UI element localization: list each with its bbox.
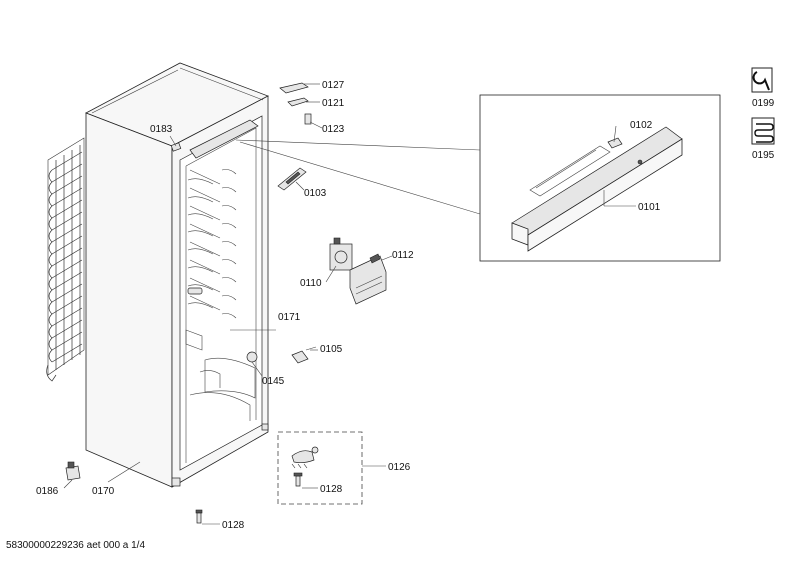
screw-0128 [195, 509, 203, 524]
part-0127 [279, 82, 309, 94]
service-icon-box [751, 67, 773, 93]
part-0112 [349, 253, 387, 305]
part-0103 [277, 167, 307, 191]
label-0128-kit: 0128 [320, 484, 343, 495]
condenser-coil [46, 137, 85, 382]
label-0112: 0112 [392, 250, 414, 261]
label-0170: 0170 [92, 486, 115, 497]
document-footer: 58300000229236 aet 000 a 1/4 [6, 540, 146, 551]
label-0102: 0102 [630, 120, 653, 131]
hinge-kit-0126 [277, 431, 363, 505]
detail-inset [235, 94, 721, 262]
label-0199: 0199 [752, 98, 775, 109]
coil-icon [754, 123, 774, 143]
label-0127: 0127 [322, 80, 345, 91]
label-0121: 0121 [322, 98, 345, 109]
shelf-rails [187, 169, 237, 319]
cabinet [85, 62, 269, 488]
sensor-part-0145 [246, 351, 258, 363]
label-0101: 0101 [638, 202, 661, 213]
part-labels: 0127 0121 0123 0183 0103 0102 0101 0112 … [36, 80, 775, 531]
label-0103: 0103 [304, 188, 327, 199]
wrench-icon [752, 71, 770, 91]
part-0123 [304, 113, 312, 125]
part-0110 [329, 237, 353, 271]
label-0195: 0195 [752, 150, 775, 161]
label-0145: 0145 [262, 376, 285, 387]
part-0105 [291, 346, 317, 364]
label-0105: 0105 [320, 344, 343, 355]
part-0186 [65, 461, 81, 481]
label-0126: 0126 [388, 462, 411, 473]
part-0121 [287, 97, 309, 107]
label-0110: 0110 [300, 278, 322, 289]
label-0123: 0123 [322, 124, 345, 135]
label-0128-loose: 0128 [222, 520, 245, 531]
label-0183: 0183 [150, 124, 173, 135]
coil-icon-box [751, 117, 775, 145]
label-0186: 0186 [36, 486, 59, 497]
leader-lines [63, 83, 636, 525]
label-0171: 0171 [278, 312, 301, 323]
